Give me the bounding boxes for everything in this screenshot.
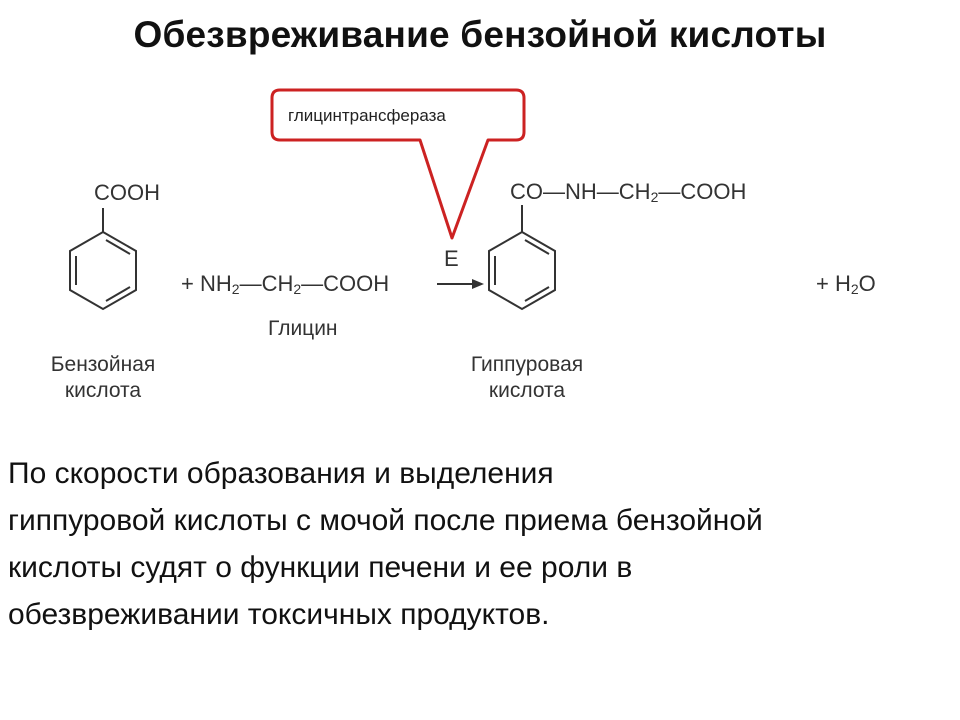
enzyme-callout-bubble xyxy=(270,88,526,240)
hippuric-acid-ring xyxy=(488,205,556,311)
plus-sign: + xyxy=(181,271,194,296)
hippuric-acid-caption: Гиппуровая кислота xyxy=(452,352,602,404)
bond-dash: — xyxy=(596,179,619,204)
nh-group: NH xyxy=(565,179,597,204)
bond-dash: — xyxy=(301,271,324,296)
co-group: CO xyxy=(510,179,543,204)
glycine-formula: + NH2—CH2—COOH xyxy=(181,271,389,297)
explanation-paragraph: По скорости образования и выделения гипп… xyxy=(8,450,952,638)
subscript: 2 xyxy=(231,281,240,297)
paragraph-line: обезвреживании токсичных продуктов. xyxy=(8,598,550,631)
paragraph-line: гиппуровой кислоты с мочой после приема … xyxy=(8,504,763,537)
caption-line: Бензойная xyxy=(50,353,156,376)
plus-sign: + xyxy=(816,271,829,296)
caption-line: кислота xyxy=(64,379,142,402)
h-atom: H xyxy=(834,271,851,296)
benzoic-acid-ring xyxy=(69,208,137,311)
cooh-group: COOH xyxy=(323,271,390,296)
subscript: 2 xyxy=(850,281,859,297)
o-atom: O xyxy=(858,271,876,296)
ch-group: CH xyxy=(261,271,294,296)
glycine-caption: Глицин xyxy=(268,317,338,340)
cooh-group: COOH xyxy=(680,179,747,204)
caption-line: Гиппуровая xyxy=(470,353,584,376)
water-formula: + H2O xyxy=(816,271,876,297)
benzoic-acid-caption: Бензойная кислота xyxy=(36,352,170,404)
subscript: 2 xyxy=(650,189,659,205)
paragraph-line: кислоты судят о функции печени и ее роли… xyxy=(8,551,633,584)
enzyme-label: E xyxy=(444,246,459,271)
bond-dash: — xyxy=(239,271,262,296)
slide-title: Обезвреживание бензойной кислоты xyxy=(133,14,827,55)
bond-dash: — xyxy=(658,179,681,204)
hippuric-acid-formula: CO—NH—CH2—COOH xyxy=(510,179,746,205)
benzoic-acid-cooh: COOH xyxy=(94,180,160,205)
paragraph-line: По скорости образования и выделения xyxy=(8,457,554,490)
ch-group: CH xyxy=(618,179,651,204)
enzyme-name: глицинтрансфераза xyxy=(288,106,446,125)
subscript: 2 xyxy=(293,281,302,297)
bond-dash: — xyxy=(543,179,565,204)
reaction-arrow xyxy=(437,279,484,289)
caption-line: кислота xyxy=(488,379,566,402)
nh-group: NH xyxy=(199,271,232,296)
